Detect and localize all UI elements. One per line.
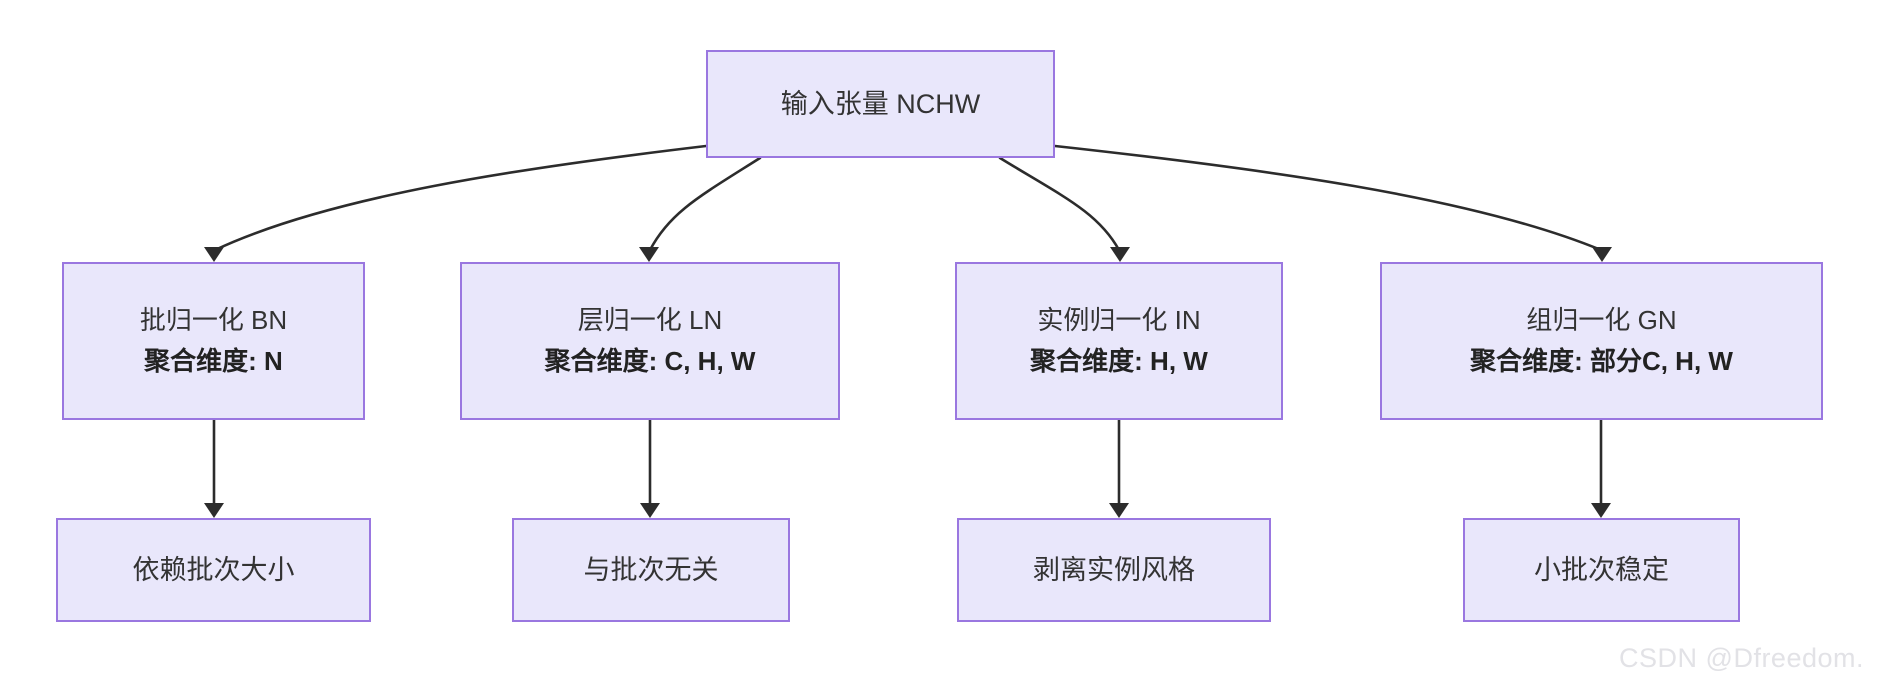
- edge-bn-to-outcome-arrowhead: [204, 503, 224, 518]
- node-instance-norm-title: 实例归一化 IN: [1037, 304, 1201, 335]
- node-outcome-batch-norm[interactable]: 依赖批次大小: [56, 518, 371, 622]
- node-layer-norm[interactable]: 层归一化 LN 聚合维度: C, H, W: [460, 262, 840, 420]
- node-outcome-instance-norm[interactable]: 剥离实例风格: [957, 518, 1271, 622]
- node-batch-norm-title: 批归一化 BN: [139, 304, 288, 335]
- edge-input-to-ln: [648, 156, 762, 252]
- node-group-norm[interactable]: 组归一化 GN 聚合维度: 部分C, H, W: [1380, 262, 1823, 420]
- csdn-watermark: CSDN @Dfreedom.: [1619, 643, 1864, 673]
- edge-input-to-in: [998, 156, 1121, 252]
- node-group-norm-title: 组归一化 GN: [1526, 304, 1677, 335]
- node-outcome-layer-norm[interactable]: 与批次无关: [512, 518, 790, 622]
- edge-input-to-gn: [1053, 144, 1603, 252]
- node-layer-norm-detail: 聚合维度: C, H, W: [544, 346, 756, 376]
- node-input-tensor-title: 输入张量 NCHW: [780, 88, 981, 119]
- node-outcome-group-norm[interactable]: 小批次稳定: [1463, 518, 1740, 622]
- edge-input-to-in-arrowhead: [1110, 247, 1130, 262]
- edge-ln-to-outcome-arrowhead: [640, 503, 660, 518]
- node-outcome-batch-norm-title: 依赖批次大小: [132, 554, 295, 585]
- node-input-tensor[interactable]: 输入张量 NCHW: [706, 50, 1055, 158]
- edge-input-to-ln-arrowhead: [639, 247, 659, 262]
- node-batch-norm[interactable]: 批归一化 BN 聚合维度: N: [62, 262, 365, 420]
- node-batch-norm-detail: 聚合维度: N: [144, 346, 283, 376]
- node-outcome-group-norm-title: 小批次稳定: [1534, 554, 1669, 585]
- node-group-norm-detail: 聚合维度: 部分C, H, W: [1470, 346, 1733, 376]
- edge-input-to-bn: [213, 144, 708, 252]
- node-layer-norm-title: 层归一化 LN: [577, 304, 723, 335]
- edge-input-to-bn-arrowhead: [204, 247, 224, 262]
- edge-input-to-gn-arrowhead: [1592, 247, 1612, 262]
- edge-in-to-outcome-arrowhead: [1109, 503, 1129, 518]
- edge-gn-to-outcome-arrowhead: [1591, 503, 1611, 518]
- node-instance-norm[interactable]: 实例归一化 IN 聚合维度: H, W: [955, 262, 1283, 420]
- node-outcome-layer-norm-title: 与批次无关: [583, 554, 719, 585]
- node-instance-norm-detail: 聚合维度: H, W: [1030, 346, 1208, 376]
- node-outcome-instance-norm-title: 剥离实例风格: [1033, 554, 1195, 585]
